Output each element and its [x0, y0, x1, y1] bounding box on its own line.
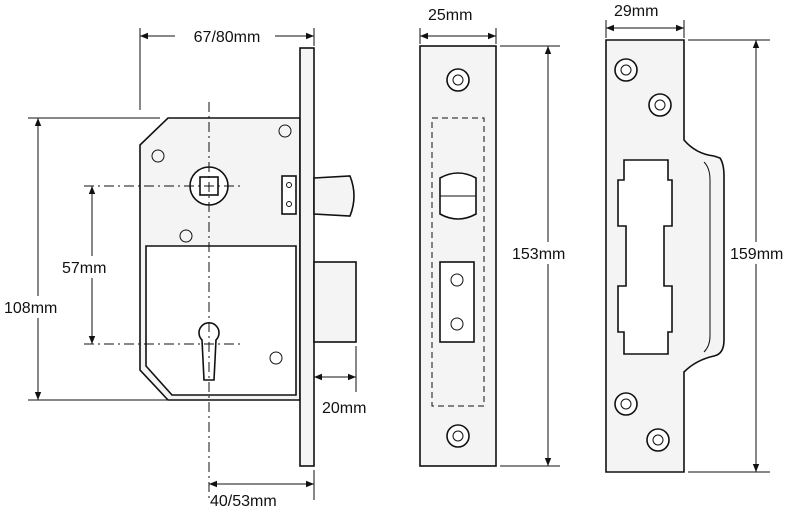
lock-forend [299, 47, 315, 467]
forend-deadbolt-pin-bottom [450, 317, 464, 331]
latch-pin-top [286, 182, 292, 188]
strike-plate [605, 39, 725, 473]
label-bolt-throw: 20mm [322, 400, 366, 417]
strike-lip-edge [703, 161, 711, 353]
forend-hidden-case [431, 117, 485, 407]
strike-plate-view [605, 39, 725, 473]
case-hole-top-left [151, 149, 165, 163]
forend-screw-top [446, 68, 470, 92]
forend-deadbolt [439, 261, 475, 343]
deadbolt [313, 261, 357, 343]
strike-screw-bottom-left [614, 392, 638, 416]
label-strike-height: 159mm [730, 246, 783, 263]
latch-pin-bottom [286, 201, 292, 207]
forend-screw-bottom-inner [452, 430, 464, 442]
strike-screw-bottom-right [646, 428, 670, 452]
label-forend-height: 153mm [512, 246, 565, 263]
strike-cutout [617, 159, 673, 355]
case-hole-mid-left [179, 229, 193, 243]
latch-bolt [313, 175, 355, 217]
latch-guide [281, 175, 297, 215]
lock-body-view [84, 47, 357, 500]
forend-plate [419, 45, 497, 467]
label-lock-width: 67/80mm [194, 29, 261, 46]
forend-screw-top-inner [452, 74, 464, 86]
forend-view [419, 45, 497, 467]
label-forend-width: 25mm [428, 7, 472, 24]
forend-screw-bottom [446, 424, 470, 448]
strike-screw-top-right [648, 93, 672, 117]
label-lock-height: 108mm [4, 300, 57, 317]
strike-screw-top-left [614, 58, 638, 82]
lock-cover-plate [145, 245, 297, 396]
forend-deadbolt-pin-top [450, 273, 464, 287]
label-strike-width: 29mm [614, 3, 658, 20]
label-centres: 57mm [62, 260, 106, 277]
label-backset: 40/53mm [210, 493, 277, 510]
case-hole-bottom-right [269, 351, 283, 365]
case-hole-top-right [278, 124, 292, 138]
